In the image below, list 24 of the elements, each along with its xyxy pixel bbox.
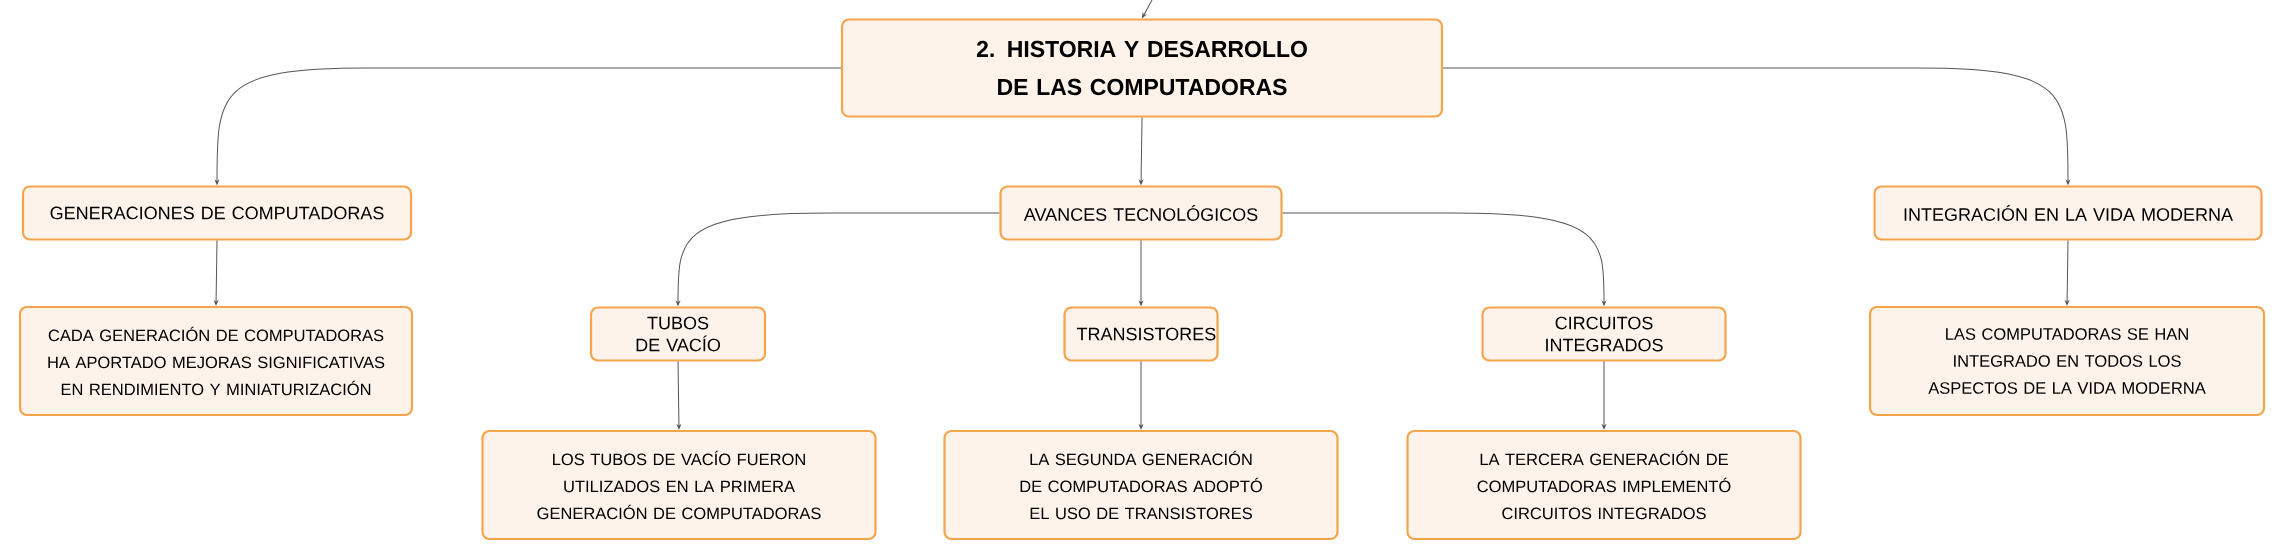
connector-arrow bbox=[1139, 240, 1143, 306]
connector-arrow bbox=[677, 361, 681, 430]
title-box: 2. HISTORIA Y DESARROLLO DE LAS COMPUTADORAS bbox=[840, 18, 1444, 118]
topic-box: GENERACIONES DE COMPUTADORAS bbox=[21, 185, 413, 241]
connector-arrow bbox=[1142, 0, 1153, 18]
topic-box: TUBOS DE VACÍO bbox=[589, 306, 767, 362]
connector-arrow bbox=[214, 240, 218, 306]
topic-box: AVANCES TECNOLÓGICOS bbox=[999, 185, 1283, 241]
description-box: LA SEGUNDA GENERACIÓN DE COMPUTADORAS ADOPTÓ EL USO DE TRANSISTORES bbox=[943, 429, 1339, 541]
description-box: LOS TUBOS DE VACÍO FUERON UTILIZADOS EN LA PRIMERA GENERACIÓN DE COMPUTADORAS bbox=[481, 429, 877, 541]
topic-box: INTEGRACIÓN EN LA VIDA MODERNA bbox=[1873, 185, 2263, 241]
connector-arrow bbox=[1282, 212, 1606, 306]
topic-box: CIRCUITOS INTEGRADOS bbox=[1481, 306, 1727, 362]
description-box: CADA GENERACIÓN DE COMPUTADORAS HA APORTADO MEJORAS SIGNIFICATIVAS EN RENDIMIENTO Y MINIATURIZACIÓN bbox=[18, 305, 414, 417]
connector-arrow bbox=[1602, 361, 1606, 430]
description-box: LA TERCERA GENERACIÓN DE COMPUTADORAS IMPLEMENTÓ CIRCUITOS INTEGRADOS bbox=[1406, 429, 1802, 541]
connector-arrow bbox=[1442, 67, 2070, 185]
connector-arrow bbox=[1139, 361, 1143, 430]
description-box: LAS COMPUTADORAS SE HAN INTEGRADO EN TODOS LOS ASPECTOS DE LA VIDA MODERNA bbox=[1868, 305, 2266, 417]
topic-box: TRANSISTORES bbox=[1063, 306, 1219, 362]
connector-arrow bbox=[1139, 117, 1143, 185]
connector-arrow bbox=[2065, 240, 2069, 306]
connector-arrow bbox=[676, 212, 1000, 306]
connector-arrow bbox=[215, 67, 842, 185]
